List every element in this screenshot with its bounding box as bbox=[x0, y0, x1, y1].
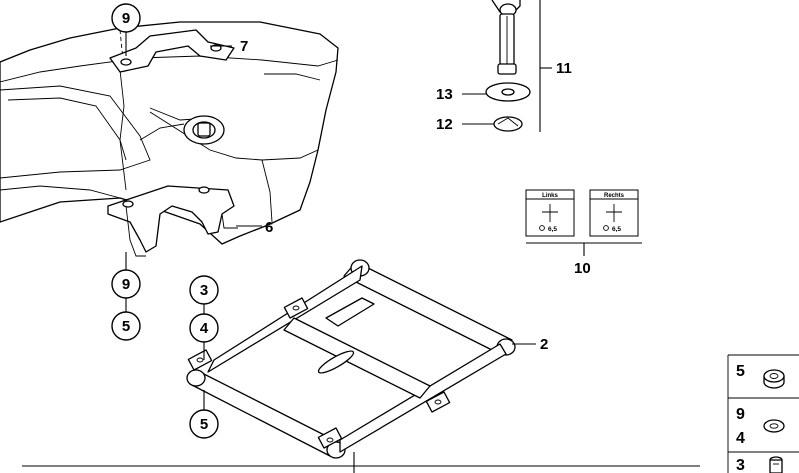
svg-text:11: 11 bbox=[556, 60, 572, 77]
legend-label-3: 3 bbox=[736, 457, 745, 473]
callout-6: 6 bbox=[265, 219, 273, 236]
svg-text:12: 12 bbox=[436, 116, 453, 133]
legend-label-9: 9 bbox=[736, 406, 745, 423]
card-left-value: 6,5 bbox=[548, 226, 557, 233]
card-left: Links 6,5 bbox=[525, 189, 575, 237]
callout-4: 4 bbox=[189, 313, 219, 343]
svg-text:5: 5 bbox=[200, 416, 208, 433]
washer-icon bbox=[763, 419, 785, 433]
callout-10: 10 bbox=[574, 260, 591, 277]
vehicle-body-illustration bbox=[0, 21, 339, 245]
svg-text:3: 3 bbox=[200, 282, 208, 299]
svg-text:9: 9 bbox=[122, 276, 130, 293]
towing-frame-part bbox=[186, 259, 516, 459]
callout-9-top: 9 bbox=[111, 3, 141, 33]
card-right-title: Rechts bbox=[604, 193, 625, 199]
svg-text:5: 5 bbox=[122, 318, 130, 335]
callout-9-mid: 9 bbox=[111, 269, 141, 299]
callout-3: 3 bbox=[189, 275, 219, 305]
callout-5-left: 5 bbox=[111, 311, 141, 341]
hardware-legend: 5 9 4 3 bbox=[727, 354, 799, 473]
card-left-title: Links bbox=[542, 193, 558, 199]
lower-bracket-part bbox=[107, 185, 238, 257]
callout-2: 2 bbox=[540, 336, 548, 353]
callout-7: 7 bbox=[240, 38, 248, 55]
card-right: Rechts 6,5 bbox=[589, 189, 639, 237]
leader-lines bbox=[22, 32, 700, 473]
callout-13: 13 bbox=[436, 86, 453, 103]
legend-label-5: 5 bbox=[736, 363, 745, 380]
tow-eye-assembly bbox=[485, 0, 531, 132]
callout-11: 11 bbox=[556, 60, 572, 77]
svg-text:4: 4 bbox=[200, 320, 209, 337]
svg-text:7: 7 bbox=[240, 38, 248, 55]
bolt-icon bbox=[769, 456, 783, 473]
legend-label-4: 4 bbox=[736, 430, 745, 447]
nut-icon bbox=[763, 369, 785, 389]
svg-text:9: 9 bbox=[122, 10, 130, 27]
card-right-value: 6,5 bbox=[612, 226, 621, 233]
svg-text:10: 10 bbox=[574, 260, 591, 277]
callout-12: 12 bbox=[436, 116, 453, 133]
svg-text:2: 2 bbox=[540, 336, 548, 353]
svg-text:6: 6 bbox=[265, 219, 273, 236]
svg-text:13: 13 bbox=[436, 86, 453, 103]
callout-5-bottom: 5 bbox=[189, 409, 219, 439]
